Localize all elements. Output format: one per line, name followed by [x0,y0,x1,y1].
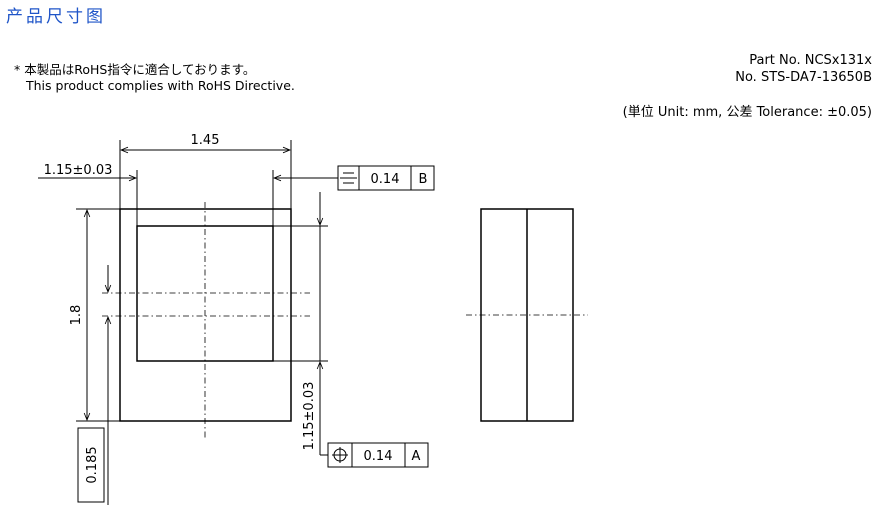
thickness-dimension-label: 0.185 [85,446,100,483]
thickness-label-box [77,427,105,503]
height-dimension-label: 1.8 [69,305,84,326]
symmetry-tolerance-value: 0.14 [371,172,400,187]
part-info: Part No. NCSx131x No. STS-DA7-13650B [735,52,872,86]
position-tolerance-value: 0.14 [364,449,393,464]
symmetry-datum: B [419,172,428,187]
part-number: Part No. NCSx131x [749,53,872,68]
symmetry-tolerance-frame: 0.14 B [337,165,435,191]
inner-width-dimension-label: 1.15±0.03 [44,163,113,178]
position-datum: A [412,449,421,464]
outer-body-outline [119,208,292,422]
rohs-note-line2: This product complies with RoHS Directiv… [26,78,295,93]
document-number: No. STS-DA7-13650B [735,70,872,85]
rohs-note-line1: * 本製品はRoHS指令に適合しております。 [14,62,256,77]
position-icon [332,447,348,463]
rohs-note: * 本製品はRoHS指令に適合しております。 This product comp… [14,62,295,94]
inner-height-dimension-label: 1.15±0.03 [302,382,317,451]
symmetry-icon [340,172,357,184]
position-tolerance-frame: 0.14 A [320,442,429,468]
width-dimension-label: 1.45 [191,133,220,148]
page-title: 产品尺寸图 [6,7,106,27]
units-tolerance: (単位 Unit: mm, 公差 Tolerance: ±0.05) [622,105,872,120]
